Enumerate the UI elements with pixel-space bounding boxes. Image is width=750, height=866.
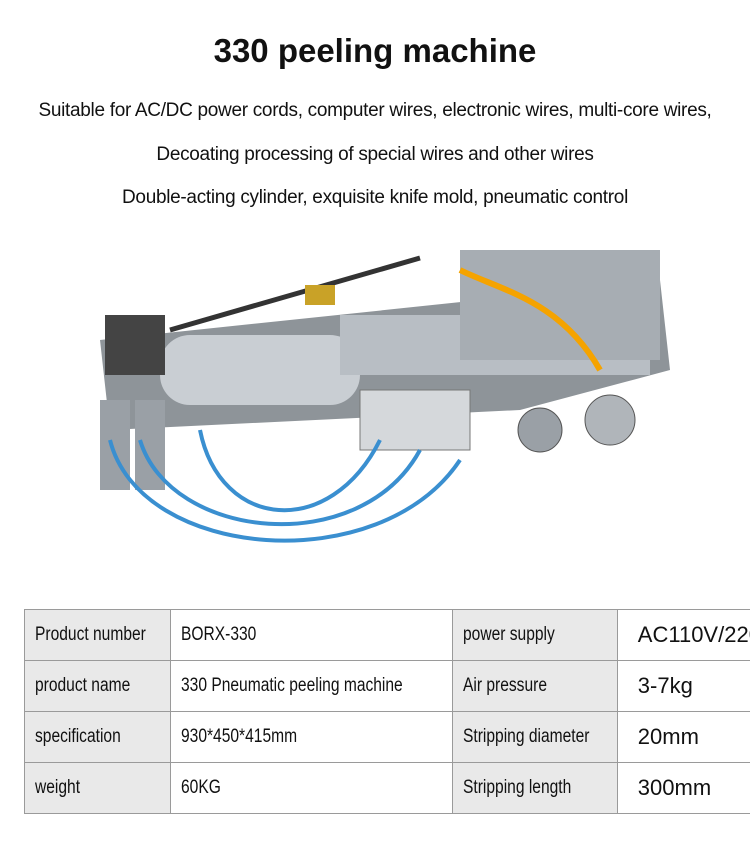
spec-value: 3-7kg (616, 660, 750, 712)
spec-label: power supply (451, 609, 618, 661)
spec-value: 930*450*415mm (170, 711, 453, 763)
table-row: Product number BORX-330 power supply AC1… (23, 609, 750, 661)
spec-label: Product number (23, 609, 172, 661)
description-line-2: Decoating processing of special wires an… (156, 144, 594, 165)
table-row: product name 330 Pneumatic peeling machi… (23, 660, 750, 712)
product-image (100, 250, 670, 543)
spec-value: AC110V/220V (616, 609, 750, 661)
page-title: 330 peeling machine (213, 32, 537, 69)
table-row: specification 930*450*415mm Stripping di… (23, 711, 750, 763)
machine-illustration (100, 250, 670, 543)
spec-label: weight (23, 762, 172, 814)
spec-label: Air pressure (451, 660, 618, 712)
description-line-3: Double-acting cylinder, exquisite knife … (122, 187, 628, 208)
description-line-1: Suitable for AC/DC power cords, computer… (38, 100, 712, 121)
spec-table: Product number BORX-330 power supply AC1… (23, 609, 750, 814)
spec-value: BORX-330 (170, 609, 453, 661)
spec-label: specification (23, 711, 172, 763)
spec-label: product name (23, 660, 172, 712)
table-row: weight 60KG Stripping length 300mm (23, 762, 750, 814)
spec-value: 20mm (616, 711, 750, 763)
spec-label: Stripping length (451, 762, 618, 814)
spec-value: 60KG (170, 762, 453, 814)
spec-value: 300mm (616, 762, 750, 814)
spec-value: 330 Pneumatic peeling machine (170, 660, 453, 712)
spec-label: Stripping diameter (451, 711, 618, 763)
